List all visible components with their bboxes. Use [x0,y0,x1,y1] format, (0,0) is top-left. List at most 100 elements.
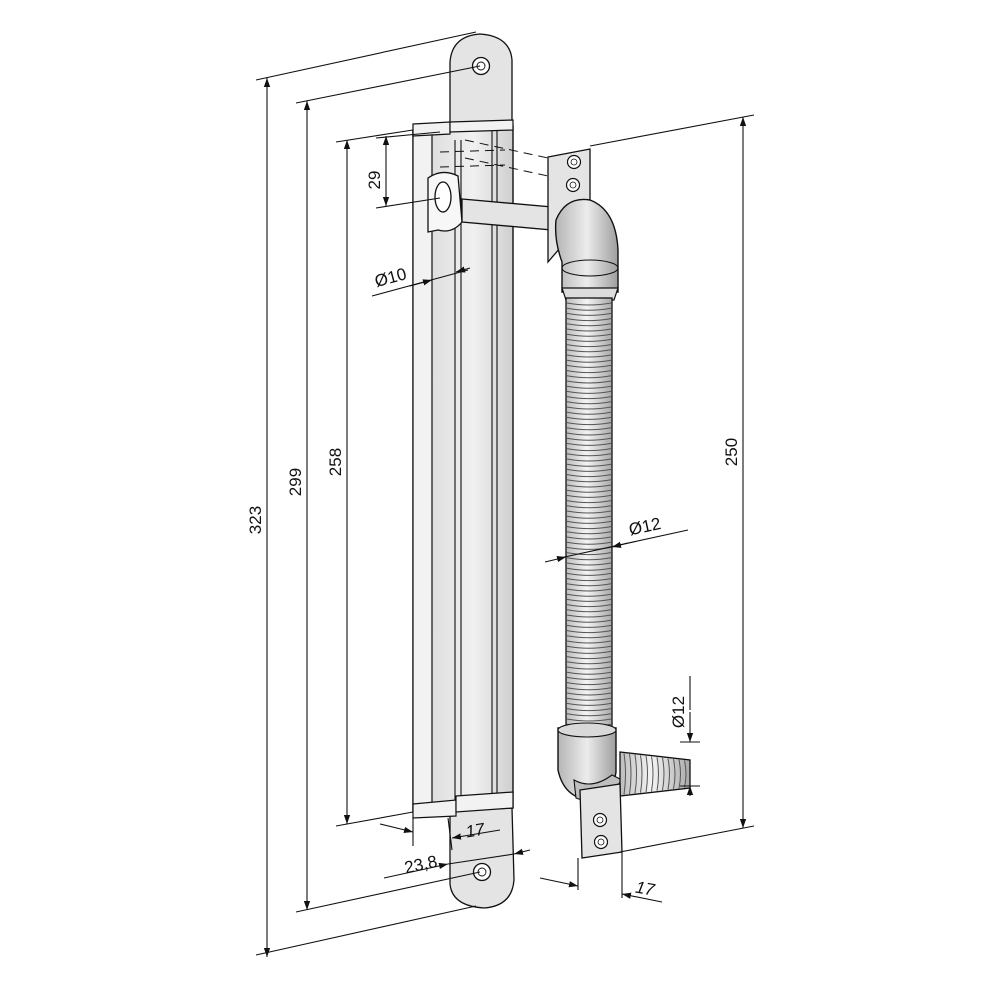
coil-ridge [566,645,612,649]
coil-ridge [566,666,612,670]
bottom-bracket-hole-1 [592,812,608,828]
dimension-lines [255,31,755,957]
dim-plate-width: 23,8 [403,852,439,877]
dim-lower-spring-diameter: Ø12 [669,696,688,728]
bottom-plate-hole [472,862,492,882]
coil-ridge [566,572,612,576]
coil-ridge [566,318,612,322]
coil-ridge [566,593,612,597]
coil-ridge [566,619,612,623]
coil-ridge [566,396,612,400]
lower-coil-ridge [623,753,626,795]
coil-ridge [566,468,612,472]
spring-assembly [547,148,691,859]
coil-ridge [566,411,612,415]
coil-ridge [566,609,612,613]
bottom-mounting-plate [449,807,515,909]
coil-ridge [566,458,612,462]
coil-ridge [566,500,612,504]
coil-ridge [566,583,612,587]
coil-ridge [566,448,612,452]
coil-ridge [566,364,612,368]
top-elbow [554,198,619,293]
coil-ridge [566,515,612,519]
coil-ridge [566,630,612,634]
coil-ridge [566,489,612,493]
coil-ridge [566,578,612,582]
coil-ridge [566,479,612,483]
coil-ridge [566,567,612,571]
dim-channel-length: 258 [326,448,345,476]
coil-ridge [566,375,612,379]
coil-ridge [566,510,612,514]
coil-ridge [566,484,612,488]
coil-ridge [566,427,612,431]
coil-ridge [566,718,612,722]
coil-ridge [566,708,612,712]
top-plate-hole [471,56,491,76]
coil-ridge [566,713,612,717]
coil-ridge [566,588,612,592]
coil-ridge [566,416,612,420]
coil-ridge [566,624,612,628]
coil-ridge [566,635,612,639]
coil-ridge [566,359,612,363]
lower-coil-ridge [673,759,676,789]
coil-ridge [566,676,612,680]
dim-total-length: 323 [246,506,265,534]
coil-ridge [566,349,612,353]
coil-ridge [566,661,612,665]
lower-coil-ridge [667,758,670,790]
coil-ridge [566,671,612,675]
coil-ridge [566,406,612,410]
coil-ridge [566,401,612,405]
coil-ridge [566,640,612,644]
coil-ridge [566,422,612,426]
coil-ridge [566,702,612,706]
dim-slot-offset: 29 [365,171,384,190]
coil-ridge [566,557,612,561]
coil-ridge [566,344,612,348]
coil-ridge [566,390,612,394]
coil-ridge [566,604,612,608]
coil-ridge [566,370,612,374]
lower-coil-ridge [684,760,687,788]
coil-ridge [566,552,612,556]
coil-ridge [566,531,612,535]
dim-hole-spacing: 299 [286,468,305,496]
coil-ridge [566,474,612,478]
coil-ridge [566,463,612,467]
coil-ridge [566,302,612,306]
coil-ridge [566,328,612,332]
top-mounting-plate [449,33,513,127]
coil-ridge [566,338,612,342]
lower-coil-ridge [640,755,643,793]
top-bracket-hole-2 [565,177,581,193]
coil-ridge [566,333,612,337]
coil-ridge [566,520,612,524]
coil-ridge [566,437,612,441]
coil-ridge [566,505,612,509]
lower-coil-ridge [656,757,659,791]
dim-spring-diameter: Ø12 [627,514,662,539]
coil-ridge [566,442,612,446]
coil-ridge [566,453,612,457]
channel-assembly [412,33,553,909]
top-bracket-hole-1 [566,154,582,170]
lower-coil-ridge [678,759,681,789]
lower-coil-ridge [629,754,632,794]
coil-ridge [566,323,612,327]
coil-ridge [566,526,612,530]
dim-bracket-width: 17 [634,878,656,900]
coil-ridge [566,307,612,311]
dim-channel-width: 17 [464,819,486,841]
hidden-lines [439,139,549,177]
coil-ridge [566,541,612,545]
coil-ridge [566,697,612,701]
coil-ridge [566,687,612,691]
lower-coil-ridge [662,757,665,791]
lower-coil-ridge [634,754,637,794]
dim-spring-length: 250 [722,438,741,466]
